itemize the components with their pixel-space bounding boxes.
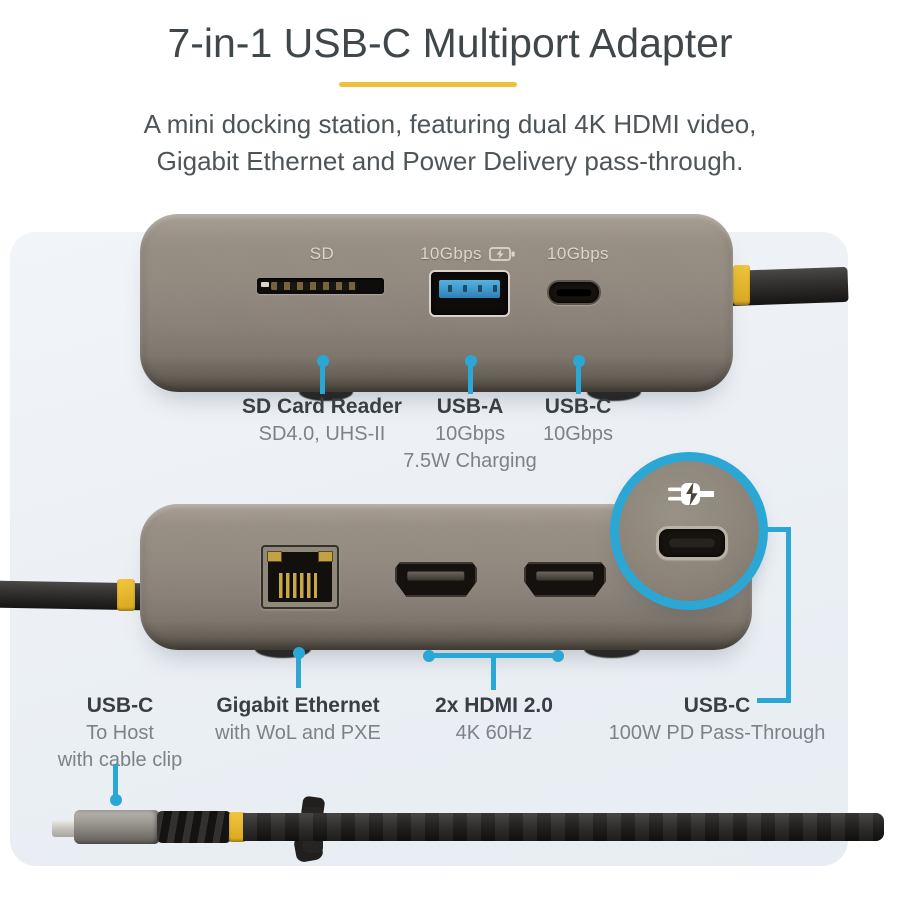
callout-line-usbc bbox=[576, 361, 581, 394]
callout-line-hdmi bbox=[491, 653, 496, 690]
label-title: USB-C bbox=[683, 694, 751, 717]
label-sub: with cable clip bbox=[57, 749, 183, 771]
hdmi-slot bbox=[536, 571, 594, 581]
mark-usbc-label: 10Gbps bbox=[547, 244, 609, 263]
bracket-usb-c-pd-bottom bbox=[757, 698, 791, 703]
ethernet-port bbox=[261, 545, 339, 609]
label-usb-a: USB-A 10Gbps 7.5W Charging bbox=[380, 393, 560, 475]
callout-line-usba bbox=[468, 361, 473, 394]
callout-line-ethernet bbox=[296, 653, 301, 688]
usb-a-pin bbox=[478, 285, 482, 292]
sd-slot-detail bbox=[261, 282, 269, 287]
sd-slot-contacts bbox=[271, 282, 357, 290]
label-hdmi: 2x HDMI 2.0 4K 60Hz bbox=[404, 692, 584, 747]
label-title: 2x HDMI 2.0 bbox=[435, 694, 553, 717]
title-underline-accent bbox=[339, 82, 517, 87]
hdmi-port-1 bbox=[395, 562, 477, 597]
callout-dot-hdmi-left bbox=[423, 650, 435, 662]
label-sub: To Host bbox=[86, 722, 154, 744]
label-sub: 4K 60Hz bbox=[455, 722, 533, 744]
label-title: USB-C bbox=[86, 694, 154, 717]
mark-usbc: 10Gbps bbox=[538, 244, 618, 264]
subtitle-line-1: A mini docking station, featuring dual 4… bbox=[143, 109, 757, 139]
usb-a-tongue bbox=[439, 280, 500, 298]
label-title: SD Card Reader bbox=[242, 395, 402, 418]
hdmi-port-2 bbox=[524, 562, 606, 597]
label-usb-c-10g: USB-C 10Gbps bbox=[498, 393, 658, 448]
callout-dot-hdmi-right bbox=[552, 650, 564, 662]
usb-a-pin bbox=[448, 285, 452, 292]
ethernet-pins bbox=[279, 573, 317, 598]
mark-sd-label: SD bbox=[309, 244, 335, 263]
ethernet-contact-pad bbox=[267, 551, 282, 562]
mark-usba: 10Gbps bbox=[398, 244, 538, 264]
callout-line-sd bbox=[320, 361, 325, 394]
usb-c-port-top bbox=[547, 280, 601, 305]
usb-a-pin bbox=[463, 285, 467, 292]
battery-charging-icon bbox=[489, 247, 515, 261]
cable-yellow-band-bottom bbox=[117, 579, 135, 611]
braided-cable bbox=[243, 813, 884, 841]
callout-circle-usb-c-pd bbox=[610, 452, 768, 610]
label-title: Gigabit Ethernet bbox=[216, 694, 380, 717]
usb-c-port-inner bbox=[556, 288, 592, 297]
subtitle: A mini docking station, featuring dual 4… bbox=[0, 106, 900, 180]
usb-c-port-inner bbox=[668, 538, 716, 548]
usb-c-connector-tip bbox=[52, 820, 77, 837]
label-title: USB-A bbox=[436, 395, 504, 418]
callout-line-cable-clip bbox=[113, 764, 118, 798]
label-sub: 10Gbps bbox=[434, 423, 506, 445]
mark-sd: SD bbox=[282, 244, 362, 264]
usb-c-connector-barrel bbox=[74, 810, 160, 844]
usb-c-pd-port bbox=[656, 526, 728, 560]
usb-a-pin bbox=[493, 285, 497, 292]
cable-strain-relief bbox=[157, 811, 231, 843]
subtitle-line-2: Gigabit Ethernet and Power Delivery pass… bbox=[156, 146, 744, 176]
label-sd-card-reader: SD Card Reader SD4.0, UHS-II bbox=[212, 393, 432, 448]
label-sub: 10Gbps bbox=[542, 423, 614, 445]
hdmi-slot bbox=[407, 571, 465, 581]
usb-a-port bbox=[429, 270, 510, 317]
cable-yellow-band-top bbox=[733, 265, 750, 305]
bracket-usb-c-pd-vertical bbox=[786, 527, 791, 703]
label-sub: 100W PD Pass-Through bbox=[608, 722, 826, 744]
mark-usba-label: 10Gbps bbox=[420, 244, 482, 263]
label-title: USB-C bbox=[544, 395, 612, 418]
label-usb-c-host: USB-C To Host with cable clip bbox=[30, 692, 210, 774]
label-sub: 7.5W Charging bbox=[403, 450, 537, 472]
adapter-top-view: SD 10Gbps 10Gbps bbox=[140, 214, 733, 392]
cable-yellow-band bbox=[229, 812, 246, 842]
label-sub: SD4.0, UHS-II bbox=[258, 423, 386, 445]
label-usb-c-pd: USB-C 100W PD Pass-Through bbox=[607, 692, 827, 747]
bracket-usb-c-pd-top bbox=[764, 527, 791, 532]
callout-dot-cable-clip bbox=[110, 794, 122, 806]
ethernet-contact-pad bbox=[318, 551, 333, 562]
label-sub: with WoL and PXE bbox=[215, 722, 381, 744]
page-title: 7-in-1 USB-C Multiport Adapter bbox=[167, 20, 733, 66]
sd-card-slot bbox=[257, 278, 384, 294]
power-plug-icon bbox=[668, 482, 714, 506]
label-gigabit-ethernet: Gigabit Ethernet with WoL and PXE bbox=[193, 692, 403, 747]
